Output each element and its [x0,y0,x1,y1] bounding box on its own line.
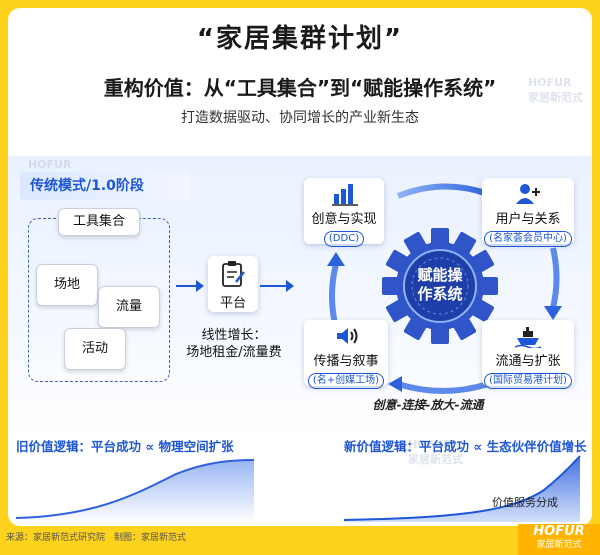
cycle-caption: 创意-连接-放大-流通 [372,398,484,412]
tagline: 打造数据驱动、协同增长的产业新生态 [181,110,419,126]
growth-line2: 场地租金/流量费 [186,345,282,360]
node-sub-wrap: (名+创媒工场) [304,368,388,389]
ship-icon [514,327,542,348]
node-sub: (名+创媒工场) [307,373,385,389]
node-label: 流通与扩张 [495,354,561,369]
arrow-right-icon [176,280,204,292]
speaker-icon [337,328,358,344]
node-label: 传播与叙事 [313,354,379,369]
source-footer: 来源：家居新范式研究院 制图：家居新范式 [6,533,187,543]
logo-cn: 家居新范式 [536,540,582,550]
node-sub-wrap: (DDC) [304,226,384,247]
subtitle: 重构价值：从“工具集合”到“赋能操作系统” [103,76,497,100]
node-sub-wrap: (名家荟会员中心) [482,226,574,247]
event-tag: 活动 [64,328,126,370]
old-logic-title: 旧价值逻辑：平台成功 ∝ 物理空间扩张 [16,439,234,454]
gear-label-line1: 赋能操 [417,266,463,284]
node-sub: (名家荟会员中心) [484,231,572,247]
traffic-tag: 流量 [98,286,160,328]
user-plus-icon [516,184,540,204]
gear-icon [382,228,498,344]
arrow-right-icon [260,280,294,292]
node-sub: (国际贸易港计划) [484,373,572,389]
old-growth-curve [16,459,255,522]
node-label: 创意与实现 [311,212,377,227]
value-share-label: 价值服务分成 [492,496,558,509]
tool-set-label: 工具集合 [58,208,140,236]
chart-bars-icon [332,184,358,206]
node-sub-wrap: (国际贸易港计划) [482,368,574,389]
logo-en: HOFUR [533,524,585,539]
gear-label-line2: 作系统 [417,285,463,303]
venue-tag: 场地 [36,264,98,306]
main-title: “家居集群计划” [196,24,404,54]
new-growth-curve [344,455,581,522]
legacy-model-title: 传统模式/1.0阶段 [20,172,190,200]
node-label: 用户与关系 [495,212,561,227]
gear-center-label: 赋能操 作系统 [380,266,500,304]
growth-line1: 线性增长： [201,328,267,343]
brand-logo: HOFUR 家居新范式 [518,524,600,555]
platform-label: 平台 [219,296,246,311]
node-sub: (DDC) [323,231,365,247]
clipboard-icon [222,261,245,287]
new-logic-title: 新价值逻辑：平台成功 ∝ 生态伙伴价值增长 [344,439,587,454]
